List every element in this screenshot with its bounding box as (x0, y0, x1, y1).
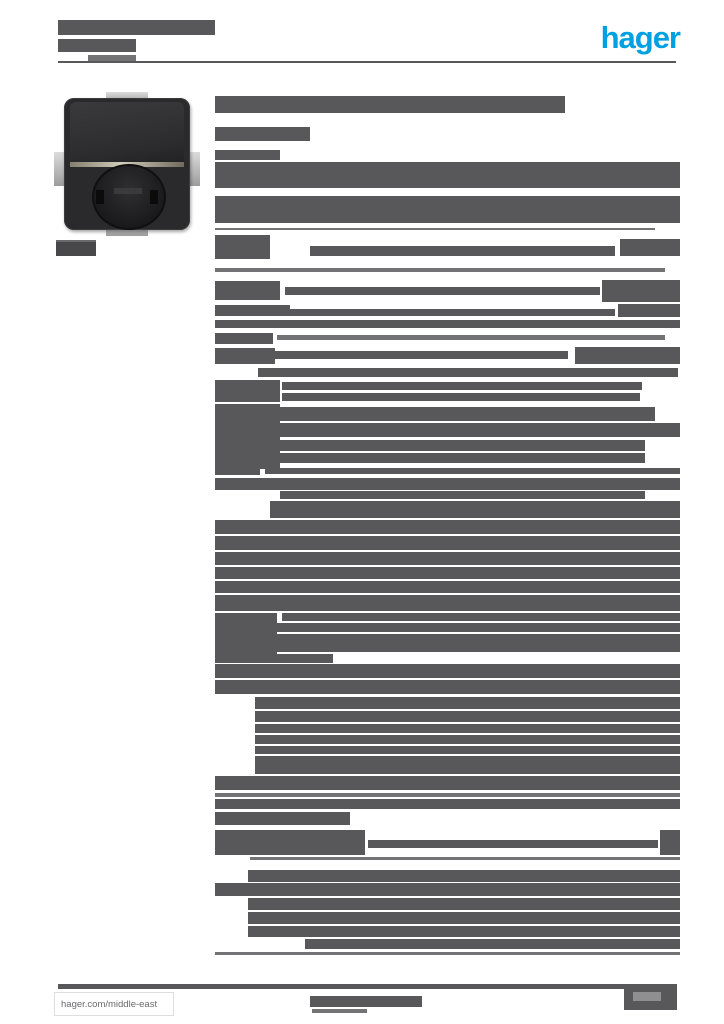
redacted-text-bar (620, 239, 680, 256)
redacted-text-bar (305, 939, 680, 949)
socket-hinged-lid (70, 102, 184, 166)
redacted-text-bar (255, 724, 680, 733)
redacted-text-bar (215, 536, 680, 550)
redacted-text-bar (248, 898, 680, 910)
recess-marking (114, 188, 142, 194)
redacted-text-bar (255, 756, 680, 774)
footer-link-box[interactable]: hager.com/middle-east (54, 992, 174, 1016)
redacted-text-bar (310, 996, 422, 1007)
redacted-text-bar (215, 520, 680, 534)
redacted-text-bar (215, 883, 680, 896)
redacted-text-bar (282, 393, 640, 401)
redacted-text-bar (255, 440, 645, 451)
redacted-text-bar (215, 799, 680, 809)
redacted-text-bar (285, 309, 615, 316)
redacted-text-bar (660, 830, 680, 855)
redacted-text-bar (618, 304, 680, 317)
redacted-text-bar (255, 711, 680, 722)
redacted-text-bar (602, 280, 680, 302)
redacted-text-bar (215, 333, 273, 344)
redacted-text-bar (215, 162, 680, 188)
color-reference-chip (56, 240, 96, 256)
redacted-text-bar (310, 246, 615, 256)
redacted-text-bar (270, 501, 680, 518)
redacted-text-bar (215, 623, 680, 632)
redacted-text-bar (215, 654, 333, 663)
redacted-text-bar (248, 912, 680, 924)
redacted-text-bar (255, 423, 680, 437)
earth-contact-left (96, 190, 104, 204)
redacted-text-bar (215, 281, 280, 300)
redacted-text-bar (248, 870, 680, 882)
redacted-text-bar (215, 552, 680, 565)
redacted-text-bar (215, 634, 680, 652)
redacted-text-bar (248, 926, 680, 937)
redacted-text-bar (215, 680, 680, 694)
redacted-text-bar (268, 351, 568, 359)
redacted-text-bar (215, 96, 565, 113)
hager-logo: hager (600, 20, 681, 55)
redacted-text-bar (250, 857, 680, 860)
redacted-text-bar (215, 812, 350, 825)
redacted-text-bar (215, 567, 680, 579)
redacted-text-bar (215, 664, 680, 678)
redacted-text-bar (215, 595, 680, 611)
redacted-text-bar (215, 305, 290, 316)
redacted-text-bar (215, 150, 280, 160)
redacted-text-bar (215, 467, 260, 475)
redacted-text-bar (255, 746, 680, 754)
redacted-text-bar (215, 952, 680, 955)
redacted-text-bar (215, 793, 680, 797)
redacted-text-bar (255, 407, 655, 421)
redacted-text-bar (215, 776, 680, 790)
footer-divider (58, 984, 624, 989)
redacted-text-bar (280, 491, 645, 499)
redacted-text-bar (282, 613, 680, 621)
redacted-text-bar (215, 196, 680, 223)
redacted-text-bar (282, 382, 642, 390)
redacted-text-bar (215, 268, 665, 272)
mounting-claw-right (188, 152, 200, 186)
redacted-text-bar (255, 453, 645, 463)
redacted-text-bar (312, 1009, 367, 1013)
redacted-text-bar (88, 55, 136, 61)
redacted-text-bar (368, 840, 658, 848)
page-number-mark (633, 992, 661, 1001)
earth-contact-right (150, 190, 158, 204)
redacted-text-bar (58, 39, 136, 52)
mounting-claw-left (54, 152, 66, 186)
redacted-text-bar (255, 697, 680, 709)
redacted-text-bar (215, 581, 680, 593)
redacted-text-bar (215, 235, 270, 259)
redacted-text-bar (258, 368, 678, 377)
redacted-text-bar (58, 20, 215, 35)
redacted-text-bar (215, 380, 280, 402)
header-divider (58, 61, 676, 63)
redacted-text-bar (285, 287, 600, 295)
redacted-text-bar (255, 735, 680, 744)
product-photo (54, 90, 200, 238)
redacted-text-bar (215, 320, 680, 328)
redacted-text-bar (215, 830, 365, 855)
redacted-text-bar (277, 335, 665, 340)
redacted-text-bar (575, 347, 680, 364)
redacted-text-bar (215, 228, 655, 230)
redacted-text-bar (215, 348, 275, 364)
redacted-text-bar (265, 468, 680, 474)
redacted-text-bar (215, 478, 680, 490)
footer-link[interactable]: hager.com/middle-east (61, 998, 158, 1010)
page-number-box (624, 984, 677, 1010)
redacted-text-bar (215, 127, 310, 141)
